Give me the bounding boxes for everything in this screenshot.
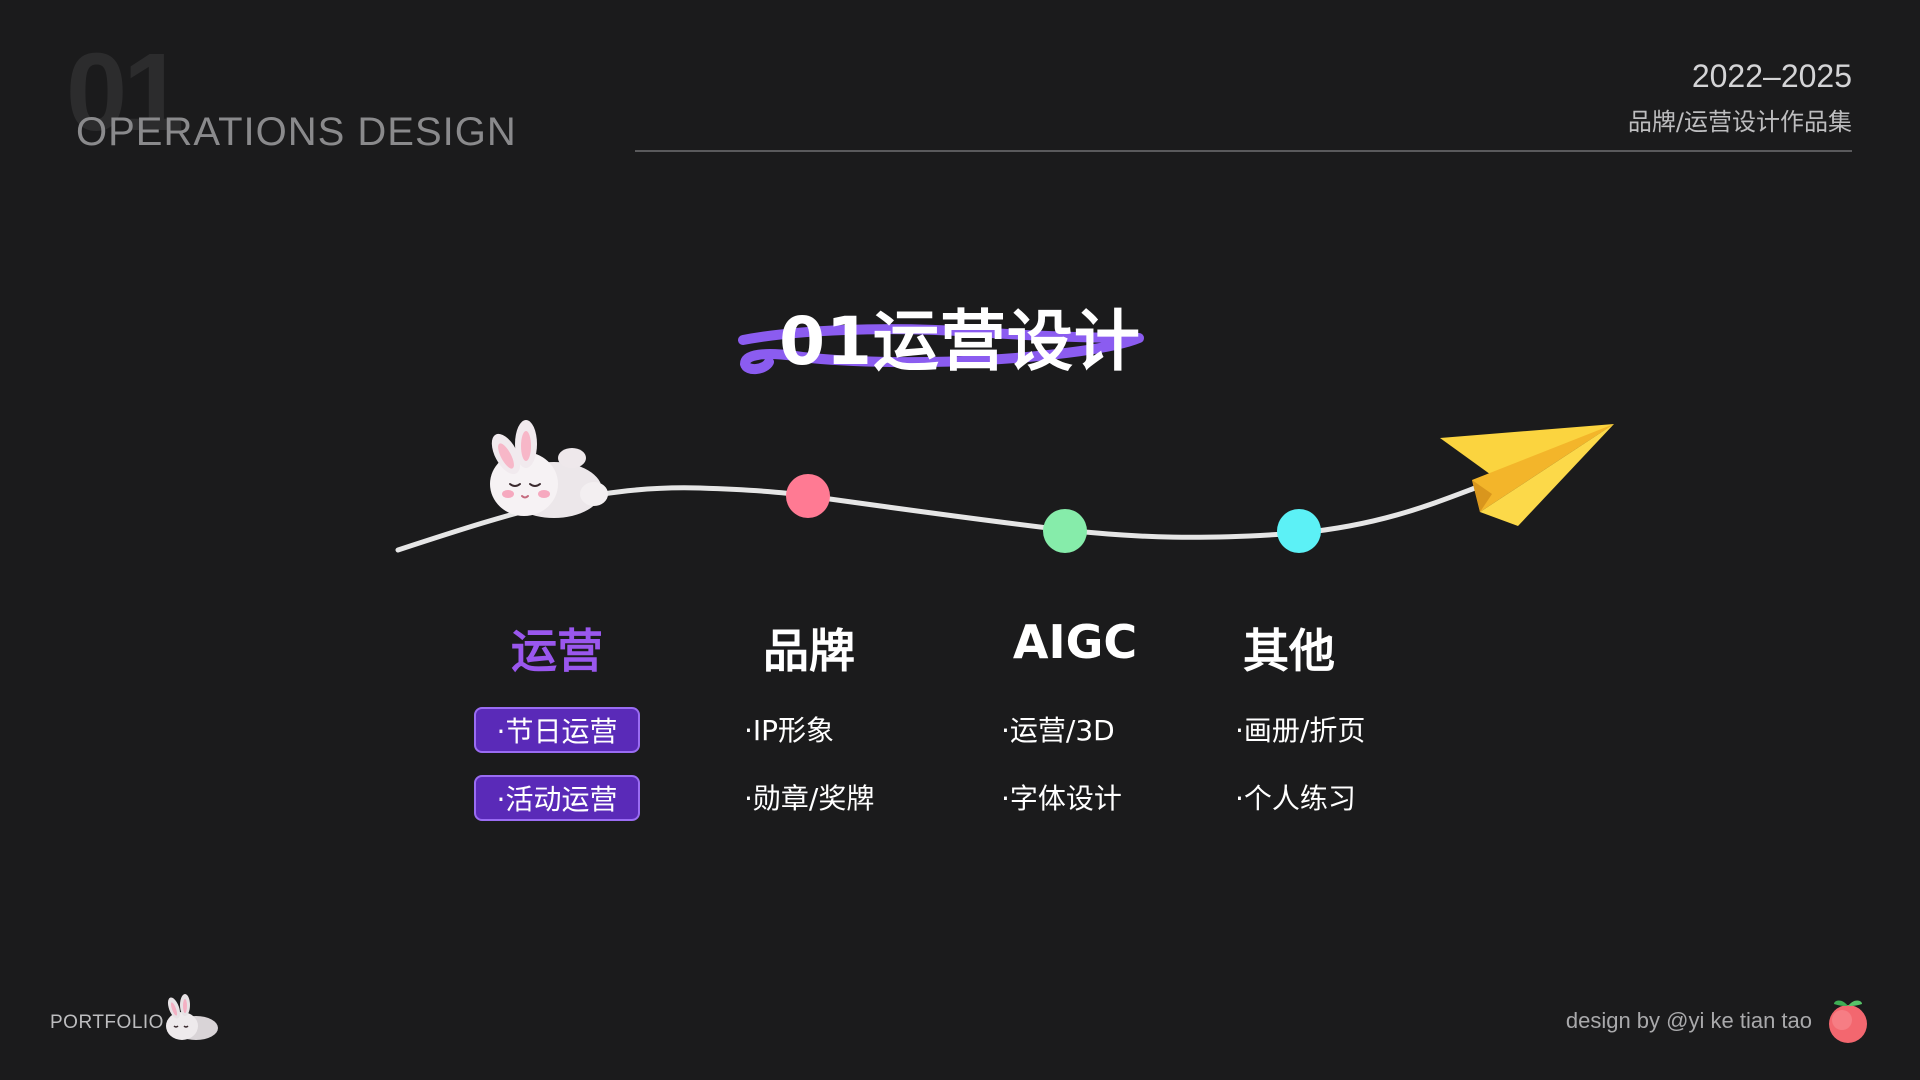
item-ip-image[interactable]: ·IP形象 xyxy=(744,714,835,747)
bunny-mascot-icon xyxy=(490,420,608,518)
header-divider xyxy=(635,150,1852,152)
portfolio-name: 品牌/运营设计作品集 xyxy=(1627,108,1852,136)
footer-bunny-icon xyxy=(166,994,218,1040)
timeline-dot-green xyxy=(1043,509,1087,553)
item-medals[interactable]: ·勋章/奖牌 xyxy=(744,782,875,815)
timeline-dot-cyan xyxy=(1277,509,1321,553)
section-subtitle: OPERATIONS DESIGN xyxy=(76,110,517,154)
category-aigc[interactable]: AIGC xyxy=(1012,615,1138,669)
item-event-operations[interactable]: ·活动运营 xyxy=(474,775,640,821)
footer-portfolio-label: PORTFOLIO xyxy=(50,1012,164,1033)
category-brand[interactable]: 品牌 xyxy=(763,624,855,678)
brush-swoosh-decoration xyxy=(738,324,1144,374)
category-other[interactable]: 其他 xyxy=(1243,624,1335,678)
item-holiday-operations[interactable]: ·节日运营 xyxy=(474,707,640,753)
item-font-design[interactable]: ·字体设计 xyxy=(1001,782,1122,815)
category-operations[interactable]: 运营 xyxy=(511,624,603,678)
item-brochure[interactable]: ·画册/折页 xyxy=(1235,714,1366,747)
item-personal-practice[interactable]: ·个人练习 xyxy=(1235,782,1356,815)
year-range: 2022–2025 xyxy=(1691,58,1852,94)
footer-credit: design by @yi ke tian tao xyxy=(1565,1008,1812,1033)
section-number-watermark: 01 xyxy=(66,31,184,154)
peach-icon xyxy=(1829,1000,1867,1043)
item-operations-3d[interactable]: ·运营/3D xyxy=(1001,714,1115,747)
section-title: 01运营设计 xyxy=(779,303,1141,380)
timeline-dot-pink xyxy=(786,474,830,518)
paper-plane-icon xyxy=(1440,424,1614,526)
